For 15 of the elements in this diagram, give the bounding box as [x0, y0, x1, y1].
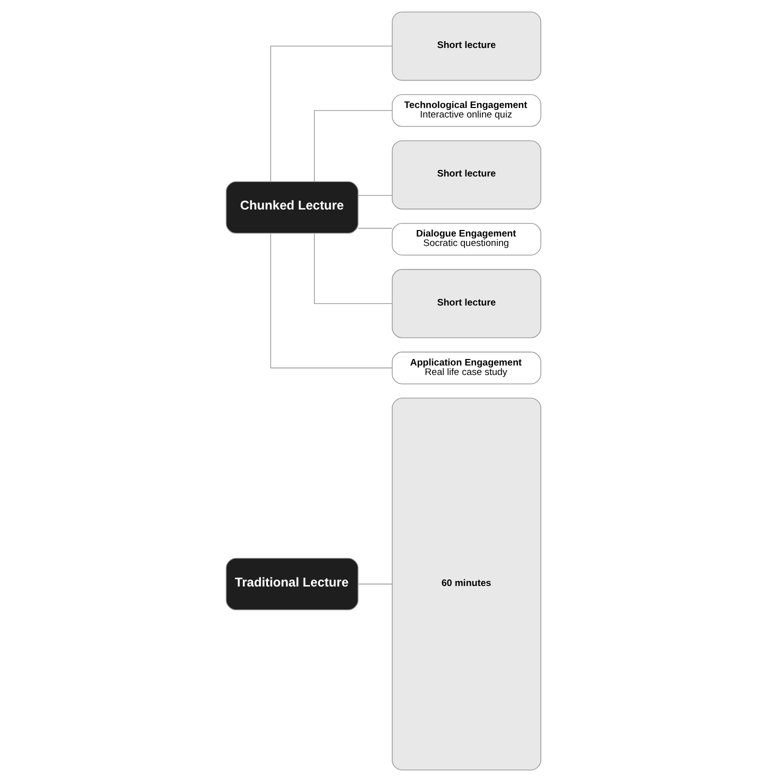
node-box: Short lecture [391, 140, 541, 210]
node-box: Chunked Lecture [225, 181, 358, 234]
connector [357, 228, 392, 229]
node-box: Technological Engagement Interactive online quiz [391, 94, 541, 127]
node-box: Application Engagement Real life case study [391, 352, 541, 384]
connector [270, 46, 392, 182]
connector [270, 233, 392, 368]
node-box: Short lecture [391, 269, 541, 338]
node-box: Dialogue Engagement Socratic questioning [391, 222, 541, 256]
connector [357, 194, 392, 196]
node-box: 60 minutes [391, 398, 541, 770]
connector [313, 110, 392, 182]
connector [313, 233, 392, 304]
node-box: Traditional Lecture [225, 558, 358, 610]
node-box: Short lecture [391, 12, 541, 81]
